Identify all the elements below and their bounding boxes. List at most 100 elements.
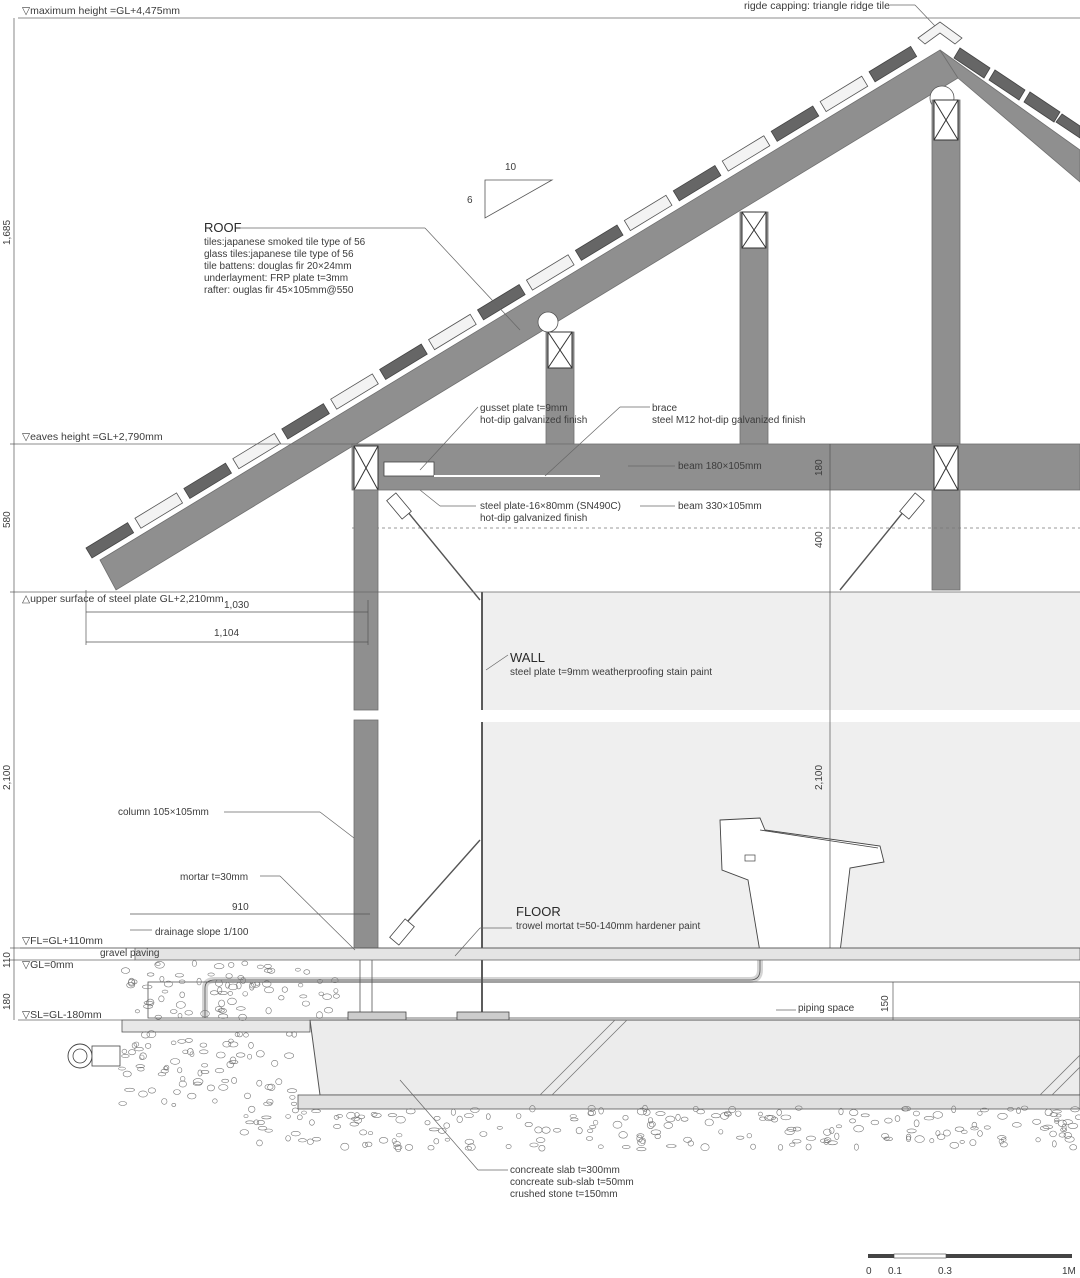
gravel-stone <box>666 1144 677 1148</box>
gravel-stone <box>884 1117 893 1124</box>
gravel-stone <box>354 1112 360 1118</box>
gravel-stone <box>228 983 238 991</box>
gravel-stone <box>218 1084 229 1091</box>
gravel-stone <box>1007 1106 1014 1112</box>
gravel-stone <box>683 1136 692 1143</box>
gravel-stone <box>935 1130 941 1137</box>
gravel-stone <box>248 1042 254 1049</box>
roof-line-5: rafter: ouglas fir 45×105mm@550 <box>204 285 354 296</box>
gravel-stone <box>464 1146 473 1151</box>
gravel-stone <box>943 1129 951 1137</box>
gravel-stone <box>954 1126 965 1132</box>
gravel-stone <box>196 977 202 986</box>
gravel-stone <box>143 1000 154 1005</box>
gravel-stone <box>838 1107 844 1116</box>
gravel-stone <box>161 989 169 994</box>
gravel-stone <box>285 1135 291 1142</box>
gravel-stone <box>218 1013 229 1019</box>
gravel-stone <box>306 1138 314 1145</box>
gravel-stone <box>311 1136 321 1142</box>
dim-110: 110 <box>2 952 13 968</box>
slope-triangle <box>484 179 554 219</box>
gravel-stone <box>139 1054 145 1060</box>
roof-tile <box>868 45 918 83</box>
gravel-stone <box>849 1118 856 1124</box>
gravel-stone <box>792 1126 802 1132</box>
gravel-stone <box>854 1143 859 1151</box>
gravel-stone <box>163 980 173 988</box>
gravel-stone <box>349 1121 359 1127</box>
gravel-stone <box>1055 1113 1062 1118</box>
gravel-stone <box>784 1129 795 1135</box>
gravel-stone <box>404 1144 414 1151</box>
gravel-stone <box>1042 1124 1054 1129</box>
gravel-stone <box>777 1144 784 1151</box>
beam-upper-label: beam 180×105mm <box>678 461 762 472</box>
roof-line-4: underlayment: FRP plate t=3mm <box>204 273 348 284</box>
gravel-stone <box>395 1115 406 1124</box>
gravel-stone <box>118 1101 127 1106</box>
roof-tile <box>134 492 184 529</box>
gusset-line-2: hot-dip galvanized finish <box>480 415 587 426</box>
gravel-stone <box>700 1143 710 1151</box>
gravel-stone <box>290 1101 298 1106</box>
gravel-stone <box>570 1117 579 1122</box>
gravel-stone <box>766 1115 776 1121</box>
gravel-stone <box>207 972 215 977</box>
gravel-stone <box>170 1058 181 1065</box>
floor-title: FLOOR <box>516 904 561 919</box>
gravel-stone <box>298 982 304 988</box>
gravel-stone <box>128 977 135 986</box>
gravel-stone <box>139 1052 147 1060</box>
gravel-stone <box>217 986 223 995</box>
gravel-stone <box>240 977 246 984</box>
steel-plate-line-2: hot-dip galvanized finish <box>480 513 587 524</box>
gravel-stone <box>331 977 339 984</box>
gravel-stone <box>164 1064 170 1071</box>
gravel-stone <box>175 1001 186 1009</box>
gravel-stone <box>227 991 233 996</box>
mortar-label: mortar t=30mm <box>180 872 248 883</box>
gravel-stone <box>210 990 219 996</box>
gravel-stone <box>264 1084 274 1091</box>
gravel-stone <box>214 979 223 987</box>
gravel-stone <box>217 990 228 995</box>
gravel-stone <box>299 994 308 999</box>
gravel-stone <box>433 1116 441 1121</box>
gravel-stone <box>736 1135 745 1140</box>
roof-tile <box>770 105 820 142</box>
gravel-stone <box>387 1113 398 1118</box>
roof-tile <box>476 284 526 321</box>
gravel-stone <box>834 1132 840 1140</box>
gravel-stone <box>135 1064 145 1069</box>
gravel-stone <box>587 1105 596 1112</box>
gravel-stone <box>444 1137 451 1142</box>
gravel-stone <box>999 1141 1008 1148</box>
roof-tiles-right <box>953 47 1080 139</box>
gravel-stone <box>618 1131 628 1139</box>
gravel-stone <box>443 1122 450 1129</box>
gravel-stone <box>597 1144 604 1149</box>
gravel-stone <box>318 991 324 996</box>
gravel-stone <box>177 1067 183 1074</box>
gravel-stone <box>121 1054 130 1058</box>
gravel-stone <box>1069 1144 1077 1151</box>
wall-desc: steel plate t=9mm weatherproofing stain … <box>510 667 712 678</box>
gravel-stone <box>587 1128 594 1133</box>
gravel-stone <box>860 1113 870 1118</box>
gravel-stone <box>173 1089 181 1095</box>
gravel-stone <box>805 1135 816 1141</box>
gravel-stone <box>936 1133 946 1140</box>
slab-line-1: concreate slab t=300mm <box>510 1165 620 1176</box>
gravel-stone <box>264 963 272 969</box>
dim-2100-right: 2,100 <box>814 765 825 790</box>
gravel-stone <box>1016 1107 1021 1114</box>
gravel-stone <box>723 1111 731 1116</box>
gravel-stone <box>464 1113 474 1118</box>
gravel-stone <box>177 1039 187 1044</box>
gravel-stone <box>820 1138 830 1144</box>
gravel-stone <box>163 1066 169 1071</box>
gravel-stone <box>870 1119 880 1126</box>
gravel-stone <box>295 967 301 972</box>
